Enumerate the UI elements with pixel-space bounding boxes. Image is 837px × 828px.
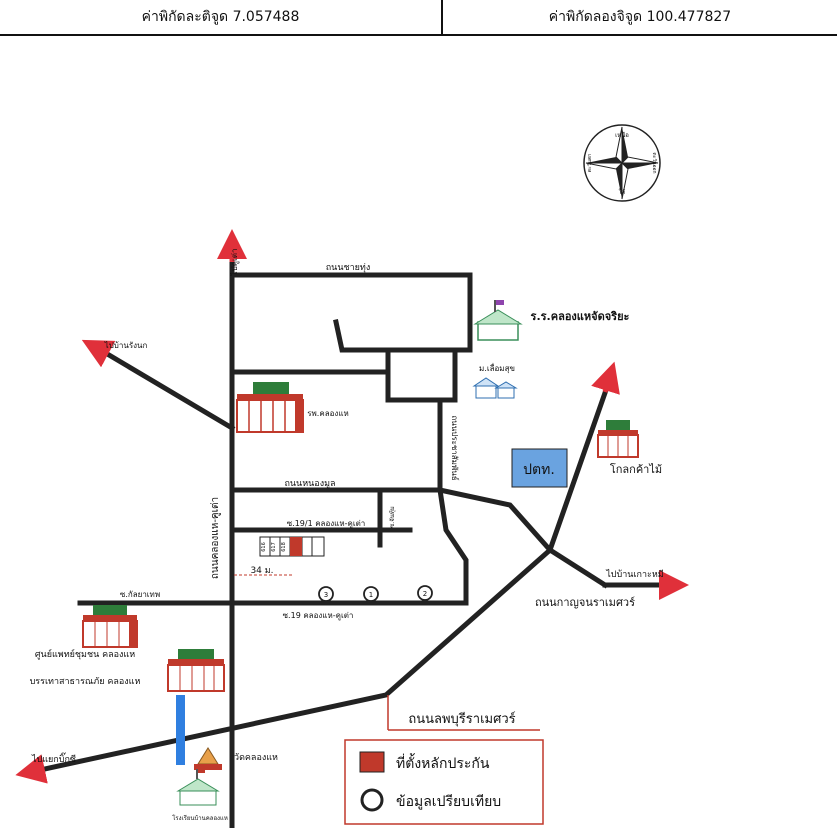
road-nong-mun [229, 487, 554, 554]
label-village: ม.เลื่อมสุข [479, 362, 515, 373]
map-legend: ที่ตั้งหลักประกัน ข้อมูลเปรียบเทียบ [344, 739, 544, 825]
building-disaster-office [167, 649, 225, 692]
compass-south: ใต้ [619, 188, 626, 196]
building-global-house [597, 420, 639, 458]
house-label-1: 616 [261, 542, 267, 552]
canal [176, 695, 185, 765]
building-school-south [176, 769, 220, 806]
label-to-big-c: ไปแยกบิ๊กซี [31, 752, 76, 765]
legend-marker-swatch [359, 751, 385, 773]
compass-rose: เหนือ ใต้ ตะวันออก ตะวันตก [583, 124, 661, 202]
arrow-to-big-c [15, 754, 48, 784]
label-prachasamphan: ถนนประชาสัมพันธ์ [450, 415, 460, 480]
label-distance: 34 ม. [250, 566, 273, 576]
label-to-khu-tao: ไปคูเต่า [230, 249, 240, 277]
house-label-3: 618 [281, 542, 287, 552]
road-prachasamphan [437, 397, 469, 606]
benchmark-2: 2 [417, 585, 433, 601]
label-health-center: ศูนย์แพทย์ชุมชน คลองแห [35, 648, 135, 660]
compass-east: ตะวันออก [651, 152, 657, 173]
legend-marker-label: ที่ตั้งหลักประกัน [396, 753, 490, 772]
house-label-2: 617 [271, 542, 277, 552]
header-divider [441, 0, 443, 34]
road-lopburi-rames [37, 546, 554, 773]
coordinates-header: ค่าพิกัดละติจูด 7.057488 ค่าพิกัดลองจิจู… [0, 0, 837, 36]
legend-compare-label: ข้อมูลเปรียบเทียบ [396, 794, 501, 810]
label-soi-19-1: ซ.19/1 คลองแห-คูเต่า [287, 519, 366, 529]
arrow-to-rang-nok [81, 339, 116, 368]
road-network [37, 255, 671, 828]
benchmark-3: 3 [318, 586, 334, 602]
label-to-ko-mi: ไปบ้านเกาะหมี [605, 569, 664, 580]
label-soi-kanlaya: ซ.กัลยาเทพ [120, 590, 160, 599]
svg-text:1: 1 [369, 591, 373, 599]
ptt-station: ปตท. [511, 448, 568, 488]
lopburi-label-callout: ถนนลพบุรีราเมศวร์ [387, 695, 540, 731]
arrow-to-global [591, 361, 620, 395]
building-health-center [82, 605, 138, 648]
svg-text:3: 3 [324, 591, 328, 599]
building-school-north [473, 300, 523, 341]
compass-west: ตะวันตก [587, 154, 593, 172]
compass-north: เหนือ [615, 131, 629, 139]
label-to-rang-nok: ไปบ้านรังนก [104, 341, 148, 350]
building-hospital [236, 382, 304, 433]
temple [194, 747, 222, 770]
label-soi-19: ซ.19 คลองแห-คูเต่า [283, 611, 354, 621]
label-lopburi-rames: ถนนลพบุรีราเมศวร์ [408, 711, 515, 727]
latitude-label: ค่าพิกัดละติจูด 7.057488 [141, 9, 300, 25]
longitude-label: ค่าพิกัดลองจิจูด 100.477827 [548, 9, 732, 25]
houses-row: 616 617 618 [259, 536, 325, 557]
collateral-marker [290, 537, 302, 556]
building-village [472, 377, 518, 399]
label-khlong-hae-khu-tao: ถนนคลองแห-คูเต่า [210, 497, 221, 579]
label-temple: วัดคลองแห [234, 753, 278, 763]
legend-compare-swatch [360, 788, 384, 812]
label-nong-mun: ถนนหนองมูล [284, 479, 335, 489]
label-school-north: ร.ร.คลองแหจัดจริยะ [531, 310, 630, 323]
direction-arrows [15, 229, 689, 784]
road-chai-thung [229, 272, 473, 353]
label-global-house: โกลกค้าไม้ [610, 462, 662, 476]
label-chai-thung: ถนนชายทุ่ง [326, 263, 371, 273]
label-disaster-office: บรรเทาสาธารณภัย คลองแห [30, 677, 141, 687]
label-ptt: ปตท. [523, 462, 555, 478]
label-school-south: โรงเรียนบ้านคลองแห [172, 814, 228, 822]
label-hospital: รพ.คลองแห [307, 409, 349, 418]
benchmark-1: 1 [363, 586, 379, 602]
svg-text:2: 2 [423, 590, 427, 598]
road-to-rang-nok [100, 348, 236, 432]
label-kanchanawanit: ถนนกาญจนราเมศวร์ [535, 596, 635, 609]
distance-measure: 34 ม. [234, 566, 292, 576]
label-soi-chanta: ซ.จันทุ้ม [389, 506, 396, 528]
header-underline [0, 34, 837, 36]
road-kanchanawanit [546, 546, 609, 589]
